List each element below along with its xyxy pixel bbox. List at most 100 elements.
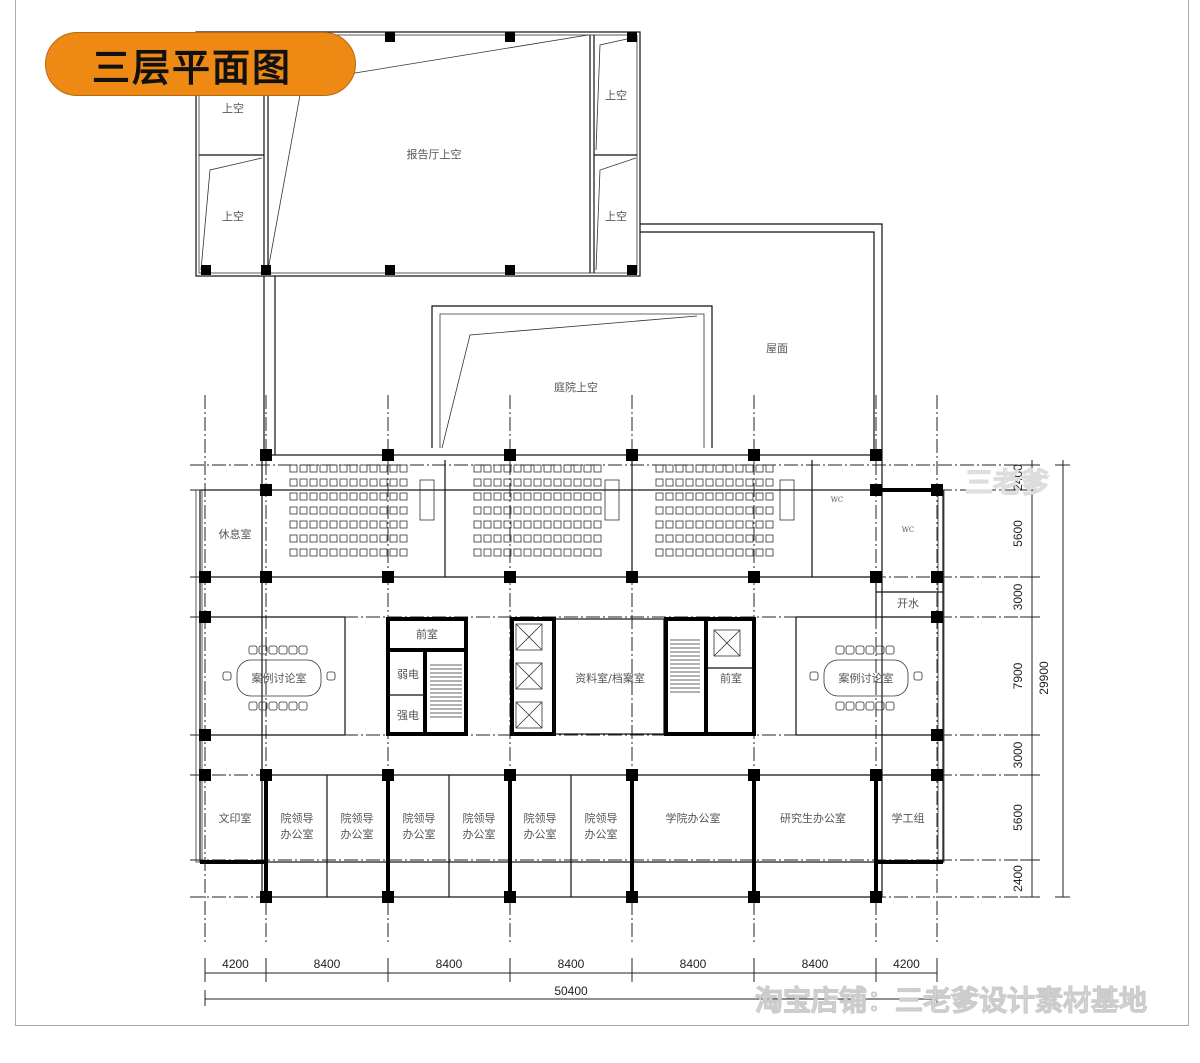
structural-column [260, 449, 272, 461]
void-label: 上空 [222, 101, 244, 115]
seat-icon [593, 492, 602, 501]
seat-icon [299, 548, 308, 557]
seat-icon [289, 506, 298, 515]
seat-icon [473, 478, 482, 487]
seat-icon [473, 520, 482, 529]
seat-icon [399, 548, 408, 557]
seat-icon [513, 534, 522, 543]
width-dimension: 8400 [314, 957, 341, 971]
seat-icon [715, 492, 724, 501]
seat-icon [493, 520, 502, 529]
seat-icon [573, 478, 582, 487]
void-label: 上空 [605, 88, 627, 102]
seat-icon [665, 478, 674, 487]
seat-icon [685, 548, 694, 557]
room-archive: 资料室/档案室 [575, 671, 645, 685]
chair-icon [298, 701, 308, 711]
seat-icon [483, 548, 492, 557]
seat-icon [503, 534, 512, 543]
seat-icon [533, 548, 542, 557]
seat-icon [735, 464, 744, 473]
seat-icon [593, 464, 602, 473]
seat-icon [399, 492, 408, 501]
seat-icon [399, 478, 408, 487]
chair-icon [845, 645, 855, 655]
label-line: 办公室 [585, 827, 618, 841]
seat-icon [735, 548, 744, 557]
seat-icon [299, 492, 308, 501]
seat-icon [735, 492, 744, 501]
seat-icon [765, 534, 774, 543]
structural-column [748, 449, 760, 461]
seat-icon [359, 478, 368, 487]
structural-column [382, 891, 394, 903]
seat-icon [349, 520, 358, 529]
seat-icon [359, 548, 368, 557]
seat-icon [503, 464, 512, 473]
seat-icon [765, 478, 774, 487]
seat-icon [399, 534, 408, 543]
seat-icon [399, 520, 408, 529]
elevator-cross [515, 662, 543, 690]
elevator-cross [713, 629, 741, 657]
seat-icon [503, 492, 512, 501]
seat-icon [745, 506, 754, 515]
seat-icon [745, 464, 754, 473]
seat-icon [379, 492, 388, 501]
structural-column [870, 891, 882, 903]
seat-icon [553, 492, 562, 501]
seat-icon [483, 464, 492, 473]
seat-icon [483, 506, 492, 515]
seat-icon [665, 520, 674, 529]
seat-icon [523, 478, 532, 487]
seat-icon [583, 506, 592, 515]
room-labels: 休息室 WC WC 开水 案例讨论室 案例讨论室 前室 弱电 强电 资料室/档案… [219, 496, 925, 841]
seat-icon [675, 534, 684, 543]
depth-dimension: 2400 [1011, 865, 1025, 892]
seat-icon [665, 464, 674, 473]
label-line: 院领导 [463, 811, 496, 825]
seat-icon [563, 534, 572, 543]
seat-icon [369, 520, 378, 529]
seat-icon [715, 520, 724, 529]
seat-icon [705, 506, 714, 515]
width-dimension: 8400 [680, 957, 707, 971]
seat-icon [655, 478, 664, 487]
seat-icon [543, 464, 552, 473]
structural-column [382, 571, 394, 583]
podium [604, 479, 620, 521]
structural-column [199, 571, 211, 583]
void-label: 上空 [605, 209, 627, 223]
room-wc: WC [831, 496, 844, 504]
seat-icon [715, 506, 724, 515]
structural-column [748, 769, 760, 781]
seat-icon [349, 534, 358, 543]
shop-watermark: 淘宝店铺：三老爹设计素材基地 [755, 984, 1147, 1017]
seat-icon [563, 478, 572, 487]
seat-icon [349, 464, 358, 473]
seat-icon [655, 520, 664, 529]
chair-icon [835, 645, 845, 655]
room-leader-office: 院领导办公室 [585, 811, 618, 841]
seat-icon [493, 548, 502, 557]
seat-icon [563, 464, 572, 473]
seat-icon [379, 520, 388, 529]
seat-icon [349, 478, 358, 487]
seat-icon [319, 520, 328, 529]
seat-icon [655, 492, 664, 501]
brand-watermark: 三老爹 [965, 466, 1049, 499]
seat-icon [685, 506, 694, 515]
seat-icon [339, 534, 348, 543]
label-line: 办公室 [341, 827, 374, 841]
structural-column [626, 571, 638, 583]
structural-column [504, 571, 516, 583]
seat-icon [543, 506, 552, 515]
seat-icon [309, 548, 318, 557]
seat-icon [593, 506, 602, 515]
seat-icon [675, 506, 684, 515]
chair-icon [865, 645, 875, 655]
seat-icon [339, 492, 348, 501]
depth-dimension: 2400 [1011, 464, 1025, 491]
seat-icon [309, 478, 318, 487]
seat-icon [493, 534, 502, 543]
